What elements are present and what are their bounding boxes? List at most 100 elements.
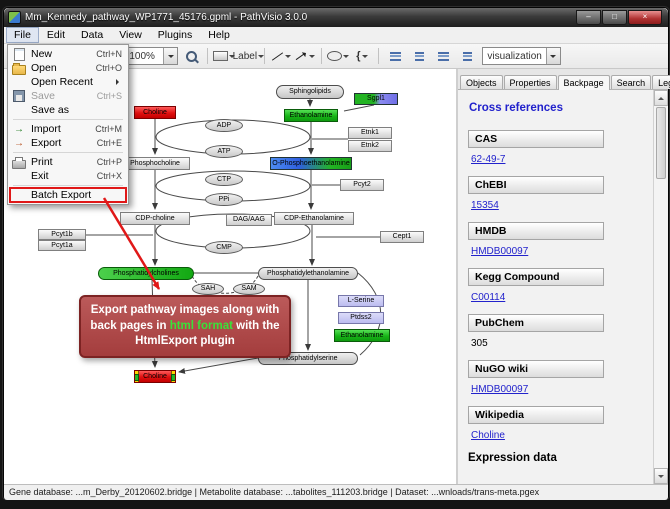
pathway-node-l-serine[interactable]: L-Serine: [338, 295, 384, 307]
menu-edit[interactable]: Edit: [46, 29, 66, 41]
title-bar[interactable]: Mm_Kennedy_pathway_WP1771_45176.gpml - P…: [4, 8, 668, 27]
pathway-node-ptdss2[interactable]: Ptdss2: [338, 312, 384, 324]
new-brace-button[interactable]: [351, 46, 373, 66]
pathway-node-cept1[interactable]: Cept1: [380, 231, 424, 243]
blank-icon: [12, 189, 26, 202]
pathway-node-pcyt1a[interactable]: Pcyt1a: [38, 240, 86, 251]
reference-id-link[interactable]: Choline: [471, 430, 505, 441]
selection-handle[interactable]: [171, 373, 175, 381]
chevron-down-icon[interactable]: [361, 49, 368, 63]
pathway-node-atp[interactable]: ATP: [205, 145, 243, 158]
reference-id-link[interactable]: HMDB00097: [471, 384, 529, 395]
chevron-down-icon[interactable]: [343, 49, 349, 63]
visualization-combobox[interactable]: visualization: [482, 47, 561, 65]
minimize-button[interactable]: –: [576, 10, 601, 25]
menu-item-open-recent[interactable]: Open Recent: [10, 75, 126, 89]
tab-properties[interactable]: Properties: [503, 75, 557, 89]
tab-objects[interactable]: Objects: [460, 75, 503, 89]
reference-id: 305: [471, 338, 488, 349]
reference-id-link[interactable]: 62-49-7: [471, 154, 506, 165]
menu-file[interactable]: File: [6, 27, 39, 43]
align-top-button[interactable]: [456, 46, 478, 66]
new-gene-product-button[interactable]: [213, 46, 235, 66]
menu-separator: [13, 152, 123, 153]
menu-item-save-as[interactable]: Save as: [10, 103, 126, 117]
align-center-button[interactable]: [408, 46, 430, 66]
reference-id-link[interactable]: 15354: [471, 200, 499, 211]
menu-help[interactable]: Help: [208, 29, 230, 41]
menu-data[interactable]: Data: [81, 29, 104, 41]
annotation-highlight: html format: [169, 319, 233, 332]
scroll-down-icon[interactable]: [654, 468, 668, 484]
pathway-node-ctp[interactable]: CTP: [205, 173, 243, 186]
chevron-down-icon[interactable]: [285, 49, 291, 63]
sidebar-scrollbar[interactable]: [653, 90, 668, 484]
chevron-down-icon[interactable]: [258, 49, 264, 63]
close-button[interactable]: ×: [628, 10, 662, 25]
annotation-text: Export pathway images along with back pa…: [90, 304, 280, 332]
tab-search[interactable]: Search: [610, 75, 652, 89]
zoom-to-fit-icon: [185, 50, 197, 62]
pathway-node-choline[interactable]: Choline: [134, 106, 176, 119]
new-file-icon: [12, 47, 26, 61]
pathvisio-window: Mm_Kennedy_pathway_WP1771_45176.gpml - P…: [3, 7, 670, 500]
pathway-node-cdp-ethanolamine[interactable]: CDP-Ethanolamine: [274, 212, 354, 225]
reference-id-link[interactable]: HMDB00097: [471, 246, 529, 257]
chevron-down-icon[interactable]: [163, 48, 178, 64]
scrollbar-thumb[interactable]: [656, 107, 666, 179]
menu-item-batch-export[interactable]: Batch Export: [9, 187, 127, 203]
pathway-node-cdp-choline[interactable]: CDP-choline: [120, 212, 190, 225]
reference-id-link[interactable]: C00114: [471, 292, 506, 303]
pathway-node-ppi[interactable]: PPi: [205, 193, 243, 206]
new-label-button[interactable]: Label: [233, 46, 259, 66]
align-left-button[interactable]: [384, 46, 406, 66]
chevron-down-icon[interactable]: [309, 49, 315, 63]
pathway-node-dag-aag[interactable]: DAG/AAG: [226, 214, 272, 226]
tab-legend[interactable]: Legend: [652, 75, 670, 89]
pathway-node-phosphatidylcholines[interactable]: Phosphatidylcholines: [98, 267, 194, 280]
scroll-up-icon[interactable]: [654, 90, 668, 106]
side-panel-tabs: ObjectsPropertiesBackpageSearchLegend: [458, 69, 670, 90]
zoom-to-fit-button[interactable]: [180, 46, 202, 66]
pathway-node-etnk2[interactable]: Etnk2: [348, 140, 392, 152]
new-shape-button[interactable]: [327, 46, 349, 66]
pathway-node-o-phosphoethanolamine[interactable]: O-Phosphoethanolamine: [270, 157, 352, 170]
chevron-down-icon[interactable]: [545, 48, 560, 64]
align-right-button[interactable]: [432, 46, 454, 66]
pathway-node-ethanolamine[interactable]: Ethanolamine: [284, 109, 338, 122]
pathway-node-etnk1[interactable]: Etnk1: [348, 127, 392, 139]
pathway-node-sphingolipids[interactable]: Sphingolipids: [276, 85, 344, 99]
pathway-node-sgpl1[interactable]: Sgpl1: [354, 93, 398, 105]
pathway-node-ethanolamine[interactable]: Ethanolamine: [334, 329, 390, 342]
pathway-node-phosphocholine[interactable]: Phosphocholine: [120, 157, 190, 170]
new-arrow-button[interactable]: [294, 46, 316, 66]
menu-view[interactable]: View: [119, 29, 142, 41]
pathway-node-choline[interactable]: Choline: [134, 370, 176, 383]
expression-data-heading: Expression data: [468, 452, 557, 464]
new-line-button[interactable]: [270, 46, 292, 66]
menu-item-shortcut: Ctrl+O: [95, 63, 122, 73]
selection-handle[interactable]: [135, 373, 139, 381]
pathway-node-cmp[interactable]: CMP: [205, 241, 243, 254]
app-icon: [8, 11, 21, 24]
tab-backpage[interactable]: Backpage: [557, 75, 610, 90]
pathway-node-pcyt2[interactable]: Pcyt2: [340, 179, 384, 191]
pathway-node-adp[interactable]: ADP: [205, 119, 243, 132]
label-button-text: Label: [232, 50, 258, 62]
menu-plugins[interactable]: Plugins: [157, 29, 193, 41]
pathway-node-sam[interactable]: SAM: [233, 283, 265, 295]
zoom-combobox[interactable]: 100%: [124, 47, 179, 65]
pathway-node-phosphatidylethanolamine[interactable]: Phosphatidylethanolamine: [258, 267, 358, 280]
pathway-node-sah[interactable]: SAH: [192, 283, 224, 295]
pathway-node-pcyt1b[interactable]: Pcyt1b: [38, 229, 86, 240]
maximize-button[interactable]: □: [602, 10, 627, 25]
